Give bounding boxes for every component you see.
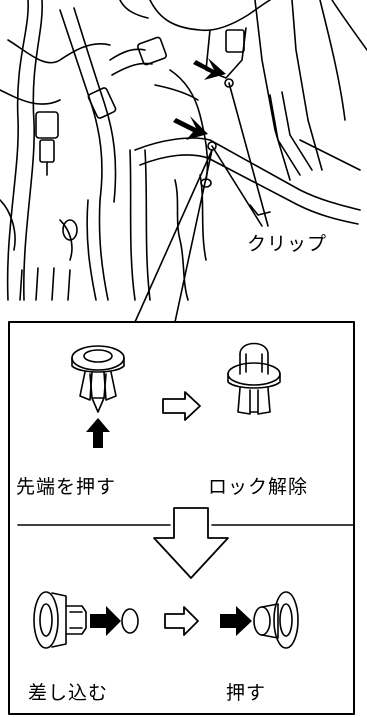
clip-leader-lines (211, 82, 269, 227)
clip-insert-view (33, 591, 139, 649)
engine-bay-illustration (0, 0, 367, 301)
outline-arrow-right-icon (164, 606, 199, 636)
clip-upper (224, 78, 234, 88)
arrow-up-icon (86, 418, 110, 448)
detail-box (8, 321, 355, 715)
clip-pushed-view (253, 591, 299, 649)
arrow-right-icon (90, 606, 121, 636)
arrow-right-icon (173, 58, 226, 140)
callout-wedge (134, 149, 213, 323)
outline-arrow-down-icon (153, 507, 229, 579)
push-tip-label: 先端を押す (16, 476, 117, 498)
push-label: 押す (226, 682, 267, 704)
clip-unlocked-view (227, 342, 281, 415)
insert-label: 差し込む (28, 682, 109, 704)
clip-side-view (71, 345, 125, 413)
outline-arrow-right-icon (162, 391, 201, 421)
unlock-label: ロック解除 (208, 476, 309, 498)
clip-label: クリップ (247, 233, 328, 255)
arrow-right-icon (220, 606, 252, 636)
